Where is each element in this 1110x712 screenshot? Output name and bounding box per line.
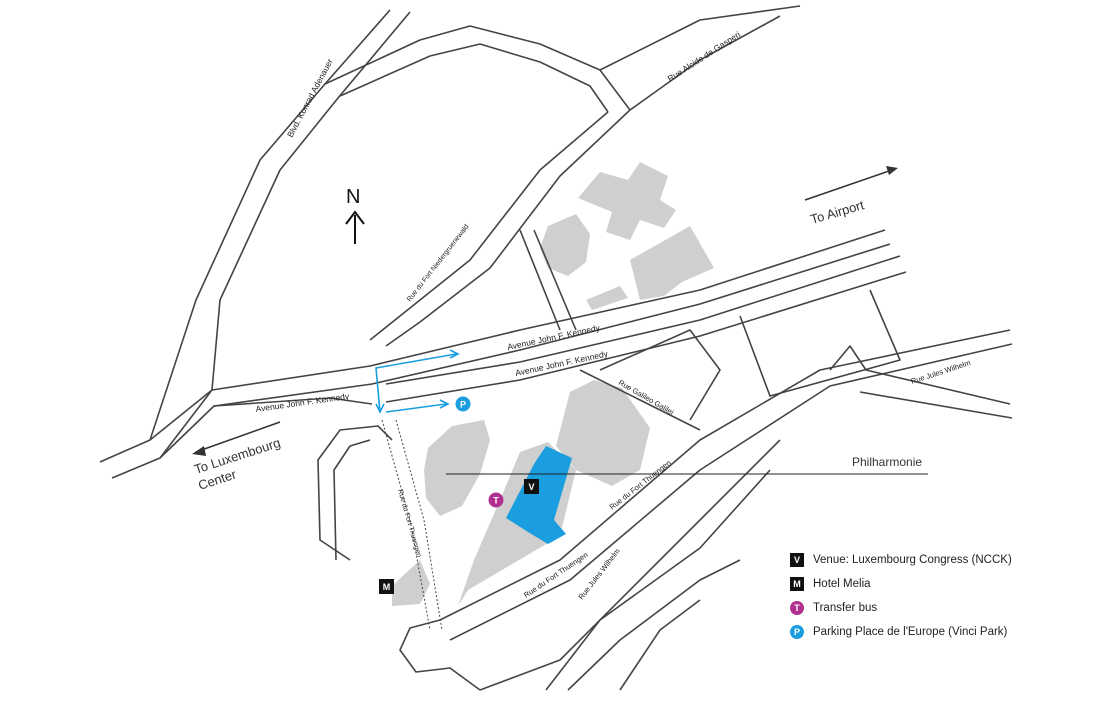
- building-upper-1: [578, 162, 676, 240]
- street-gasperi: Rue Alcide de Gasperi: [666, 29, 742, 84]
- road-jfk-left-b: [159, 397, 373, 459]
- road-wilhelm-right-b: [859, 391, 1013, 419]
- road-gasperi-a: [599, 5, 801, 71]
- road-jfk-south-b: [385, 271, 907, 403]
- road-block-mid: [599, 329, 721, 421]
- street-thuengen-vertical: Rue du Fort Thuengen: [396, 489, 422, 559]
- venue-highlight: [506, 446, 572, 544]
- road-adenauer-outer: [99, 9, 391, 463]
- center-arrow: [192, 421, 281, 456]
- parking-route: [375, 349, 460, 414]
- building-upper-4: [586, 286, 628, 310]
- road-wilhelm-right-a: [829, 345, 1011, 405]
- road-hotel-loop: [399, 619, 481, 691]
- compass-letter: N: [346, 186, 360, 208]
- street-wilhelm-right: Rue Jules Wilhelm: [910, 358, 972, 386]
- legend-item-bus: T Transfer bus: [790, 599, 877, 617]
- compass-arrow: N: [345, 186, 365, 244]
- to-airport-label: To Airport: [809, 197, 866, 227]
- building-ellipse: [424, 420, 490, 516]
- road-thuengen-a: [439, 329, 1011, 621]
- parking-marker: P: [455, 396, 471, 412]
- building-upper-2: [540, 214, 590, 276]
- building-philharmonie: [556, 380, 650, 486]
- road-galilee-a: [579, 369, 701, 431]
- venue-badge-icon: V: [790, 553, 804, 567]
- street-adenauer: Blvd. Konrad Adenauer: [285, 57, 335, 139]
- road-gasperi-b: [629, 15, 781, 111]
- svg-text:P: P: [460, 400, 466, 410]
- svg-text:T: T: [493, 496, 499, 506]
- road-jfk-left-a: [149, 389, 213, 441]
- svg-text:M: M: [383, 582, 391, 592]
- svg-text:V: V: [528, 482, 534, 492]
- street-jfk-upper: Avenue John F. Kennedy: [506, 322, 601, 352]
- bus-badge-icon: T: [790, 601, 804, 615]
- bus-marker: T: [488, 492, 504, 508]
- legend-text-venue: Venue: Luxembourg Congress (NCCK): [813, 554, 1012, 566]
- philharmonie-label: Philharmonie: [852, 455, 922, 469]
- road-left-hook: [317, 425, 393, 561]
- venue-marker: V: [524, 479, 539, 494]
- road-niedergruen-a: [369, 111, 609, 341]
- road-vertical-a: [519, 229, 561, 331]
- roads: [99, 5, 1013, 691]
- road-top-loop-inner: [339, 43, 609, 113]
- road-vertical-b: [533, 229, 577, 331]
- legend-item-parking: P Parking Place de l'Europe (Vinci Park): [790, 623, 1007, 641]
- road-top-loop-outer: [324, 25, 631, 111]
- parking-badge-icon: P: [790, 625, 804, 639]
- legend-item-venue: V Venue: Luxembourg Congress (NCCK): [790, 551, 1012, 569]
- road-lower-a: [479, 439, 781, 691]
- road-jfk-north-b: [213, 243, 891, 407]
- legend-item-hotel: M Hotel Melia: [790, 575, 871, 593]
- road-niedergruen-b: [385, 109, 631, 347]
- hotel-badge-icon: M: [790, 577, 804, 591]
- road-block-right: [739, 289, 901, 397]
- road-thuengen-b: [449, 343, 1013, 641]
- road-lower-d: [619, 599, 701, 691]
- airport-arrow: [804, 166, 898, 201]
- road-lower-b: [545, 469, 771, 691]
- hotel-marker: M: [379, 579, 394, 594]
- road-jfk-south-a: [385, 255, 901, 385]
- road-left-hook-inner: [333, 439, 371, 561]
- legend-text-bus: Transfer bus: [813, 602, 878, 614]
- road-lower-c: [567, 559, 741, 691]
- road-jfk-north-a: [211, 229, 886, 391]
- building-melia: [392, 560, 430, 606]
- building-upper-3: [630, 226, 714, 300]
- legend-text-parking: Parking Place de l'Europe (Vinci Park): [813, 626, 1008, 638]
- legend-text-hotel: Hotel Melia: [813, 578, 871, 590]
